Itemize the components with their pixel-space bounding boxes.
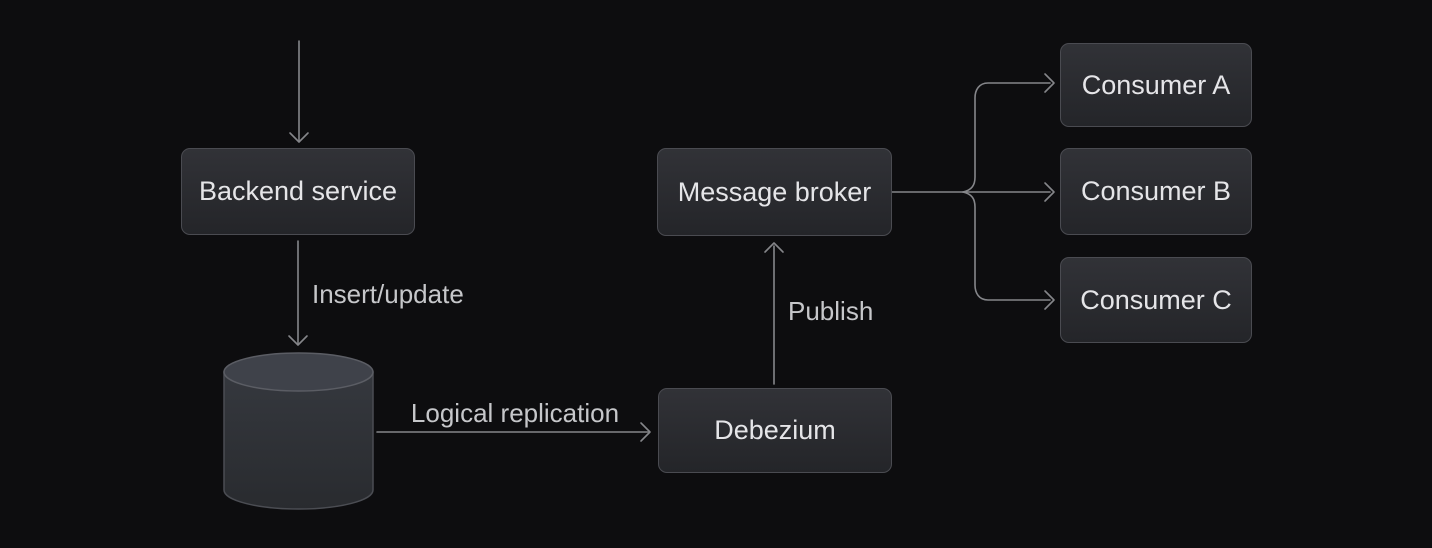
arrowhead-down-backend-icon: [289, 132, 309, 143]
edge-broker-to-consumer-a: [962, 82, 1051, 193]
node-message-broker: Message broker: [657, 148, 892, 236]
arrowhead-right-consumer-b-icon: [1044, 182, 1055, 202]
node-consumer-c: Consumer C: [1060, 257, 1252, 343]
database-cylinder-body: [223, 371, 374, 510]
database-cylinder-top: [223, 352, 374, 392]
arrowhead-up-broker-icon: [764, 242, 784, 253]
node-consumer-a: Consumer A: [1060, 43, 1252, 127]
node-debezium: Debezium: [658, 388, 892, 473]
node-debezium-label: Debezium: [714, 415, 836, 445]
arrowhead-right-consumer-a-icon: [1044, 73, 1055, 93]
edge-label-publish: Publish: [788, 296, 874, 326]
arrowhead-right-consumer-c-icon: [1044, 290, 1055, 310]
node-message-broker-label: Message broker: [677, 176, 872, 207]
database-cylinder-icon: [223, 352, 374, 510]
arrowhead-down-database-icon: [288, 335, 308, 346]
arrowhead-right-debezium-icon: [640, 422, 651, 442]
edge-label-logical-replication: Logical replication: [410, 398, 620, 428]
node-backend-service: Backend service: [181, 148, 415, 235]
node-consumer-b: Consumer B: [1060, 148, 1252, 235]
edge-label-insert-update: Insert/update: [312, 279, 464, 309]
node-consumer-b-label: Consumer B: [1080, 176, 1232, 206]
node-backend-service-label: Backend service: [198, 176, 398, 206]
node-consumer-c-label: Consumer C: [1080, 284, 1232, 315]
edge-broker-to-consumer-c: [962, 191, 1051, 301]
node-consumer-a-label: Consumer A: [1081, 69, 1231, 100]
